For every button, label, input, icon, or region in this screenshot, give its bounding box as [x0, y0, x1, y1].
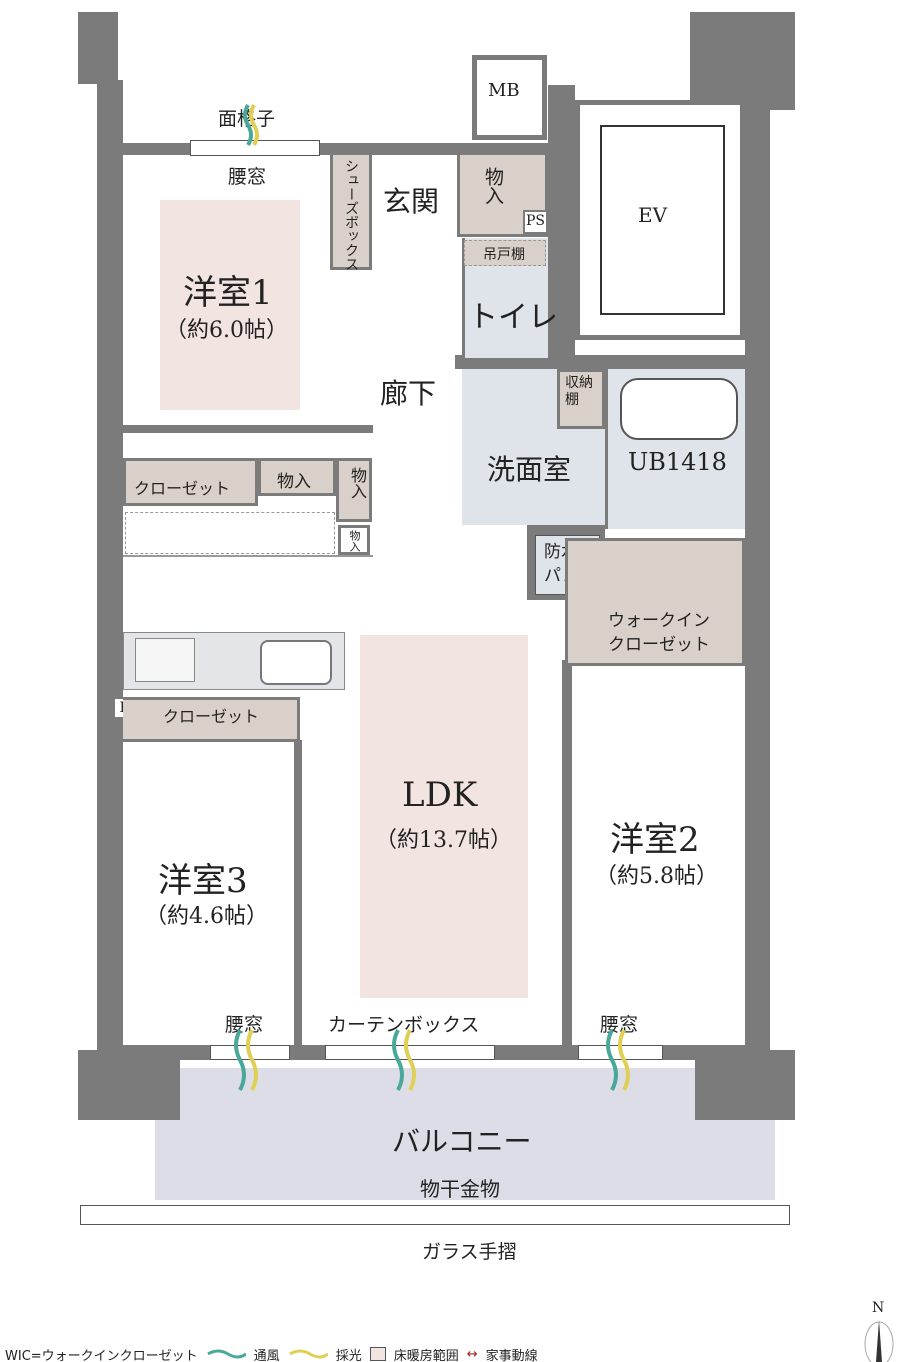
floor-heating-swatch [369, 1347, 386, 1361]
daylight-icon [404, 1029, 416, 1091]
unit-bath-label: UB1418 [628, 448, 727, 476]
hanging-cabinet: 吊戸棚 [464, 240, 546, 266]
pillar [78, 12, 118, 84]
shoe-box: シューズボックス [330, 152, 372, 271]
legend: WIC=ウォークインクローゼット 通風 採光 床暖房範囲 ↔ 家事動線 [5, 1345, 625, 1362]
room-name: 洋室1 [183, 273, 273, 313]
sink-icon [260, 640, 332, 685]
wall [455, 355, 750, 369]
pillar [690, 12, 795, 110]
legend-housework: 家事動線 [485, 1348, 538, 1362]
left-wall [97, 80, 123, 1055]
glass-railing [80, 1205, 790, 1225]
stove-icon [135, 638, 195, 682]
ventilation-icon [243, 103, 253, 147]
room-name: 洋室3 [158, 861, 248, 901]
closet-label: クローゼット [134, 479, 231, 498]
closet: クローゼット [123, 697, 300, 742]
balcony [155, 1120, 775, 1200]
wall [562, 660, 572, 1055]
daylight-icon [249, 103, 259, 147]
storage-label: 物入 [348, 530, 361, 552]
room-name: 洋室2 [610, 820, 700, 860]
legend-wic: WIC=ウォークインクローゼット [5, 1348, 198, 1362]
legend-floor-heating: 床暖房範囲 [393, 1348, 459, 1362]
daylight-icon [288, 1349, 328, 1359]
window-label: 腰窓 [228, 166, 267, 188]
window-label: 腰窓 [225, 1014, 264, 1036]
closet: クローゼット [123, 458, 258, 506]
overhead-storage [125, 512, 335, 554]
balcony-label: バルコニー [392, 1125, 532, 1158]
ventilation-icon [234, 1029, 246, 1091]
wic-label: ウォークインクローゼット [608, 611, 710, 655]
storage-label: 物入 [482, 167, 504, 205]
storage: 物入 [336, 458, 372, 522]
entrance-label: 玄関 [383, 185, 440, 218]
ventilation-icon [392, 1029, 404, 1091]
mb-box [472, 55, 547, 140]
bathtub [620, 378, 738, 440]
legend-ventilation: 通風 [253, 1348, 280, 1362]
toilet-label: トイレ [468, 300, 558, 335]
room-size: （約13.7帖） [375, 828, 512, 853]
storage-label: 物入 [348, 467, 367, 499]
room-name: LDK [402, 775, 478, 815]
room-size: （約4.6帖） [145, 904, 268, 929]
room-size: （約6.0帖） [165, 318, 288, 343]
wall [548, 85, 575, 370]
ev-shaft [575, 100, 745, 340]
wall [294, 740, 302, 1055]
daylight-icon [246, 1029, 258, 1091]
glass-railing-label: ガラス手摺 [422, 1241, 517, 1263]
pillar [78, 1050, 180, 1120]
north-label: N [872, 1300, 885, 1316]
shoe-box-label: シューズボックス [343, 159, 359, 271]
walk-in-closet: ウォークインクローゼット [565, 538, 745, 666]
hallway-label: 廊下 [380, 377, 437, 410]
storage-shelf: 収納棚 [557, 369, 605, 429]
ev-label: EV [638, 203, 668, 227]
storage-shelf-label: 収納棚 [565, 375, 593, 408]
compass-icon [864, 1320, 894, 1362]
right-wall [745, 100, 770, 1055]
wall [123, 555, 373, 561]
storage-label: 物入 [277, 472, 311, 492]
washroom-label: 洗面室 [487, 453, 572, 486]
hanging-cabinet-label: 吊戸棚 [483, 247, 525, 263]
closet-label: クローゼット [163, 707, 260, 726]
curtain-box-label: カーテンボックス [328, 1014, 480, 1036]
storage: 物入 [338, 525, 370, 555]
floor-heating-area [160, 200, 300, 410]
daylight-icon [618, 1029, 630, 1091]
legend-daylight: 採光 [335, 1348, 362, 1362]
drying-hardware-label: 物干金物 [420, 1177, 500, 1201]
room-size: （約5.8帖） [595, 864, 718, 889]
wall [123, 425, 373, 433]
double-arrow-icon: ↔ [466, 1346, 478, 1362]
ps: PS [523, 210, 548, 234]
ventilation-icon [606, 1029, 618, 1091]
elevator [600, 125, 725, 315]
storage: 物入 [258, 458, 336, 496]
mb-label: MB [488, 80, 520, 101]
pillar [695, 1050, 795, 1120]
floor-heating-area [360, 635, 528, 998]
ventilation-icon [206, 1349, 246, 1359]
